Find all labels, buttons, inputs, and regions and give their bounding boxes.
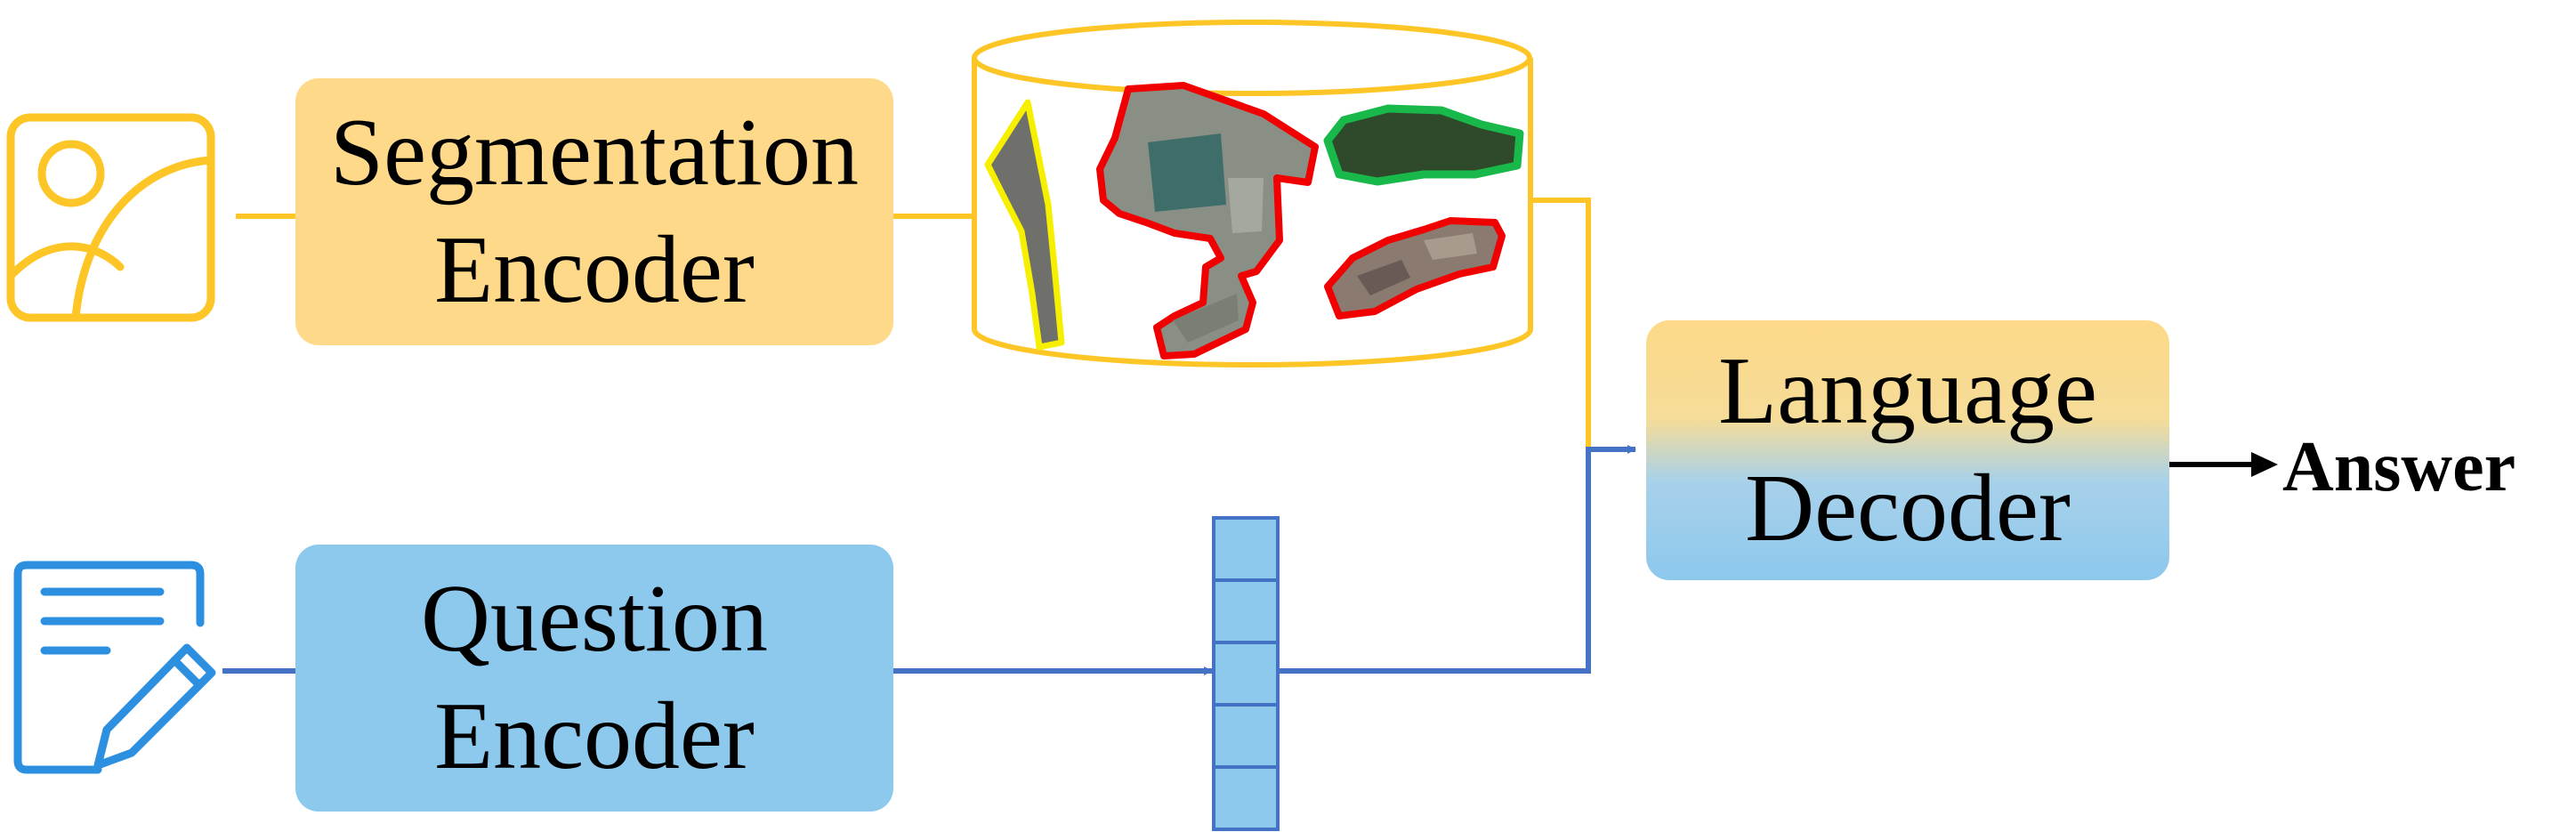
question-encoder-line1: Question — [421, 566, 768, 672]
building-segment-mask — [1096, 82, 1319, 359]
question-encoder-line2: Encoder — [434, 683, 755, 789]
road-segment-mask — [984, 99, 1065, 351]
answer-label: Answer — [2282, 428, 2516, 506]
image-icon — [6, 113, 215, 322]
residential-segment-mask — [1324, 217, 1506, 319]
language-decoder-box: Language Decoder — [1646, 320, 2169, 580]
segmentation-encoder-line2: Encoder — [434, 217, 755, 323]
segmentation-encoder-box: Segmentation Encoder — [295, 78, 893, 345]
question-encoder-box: Question Encoder — [295, 545, 893, 812]
segmentation-encoder-line1: Segmentation — [330, 100, 859, 206]
language-decoder-line1: Language — [1718, 338, 2097, 444]
feature-vector-icon — [1212, 516, 1280, 831]
tree-segment-mask — [1323, 104, 1524, 186]
edit-document-icon — [13, 561, 216, 774]
language-decoder-line2: Decoder — [1745, 456, 2071, 561]
